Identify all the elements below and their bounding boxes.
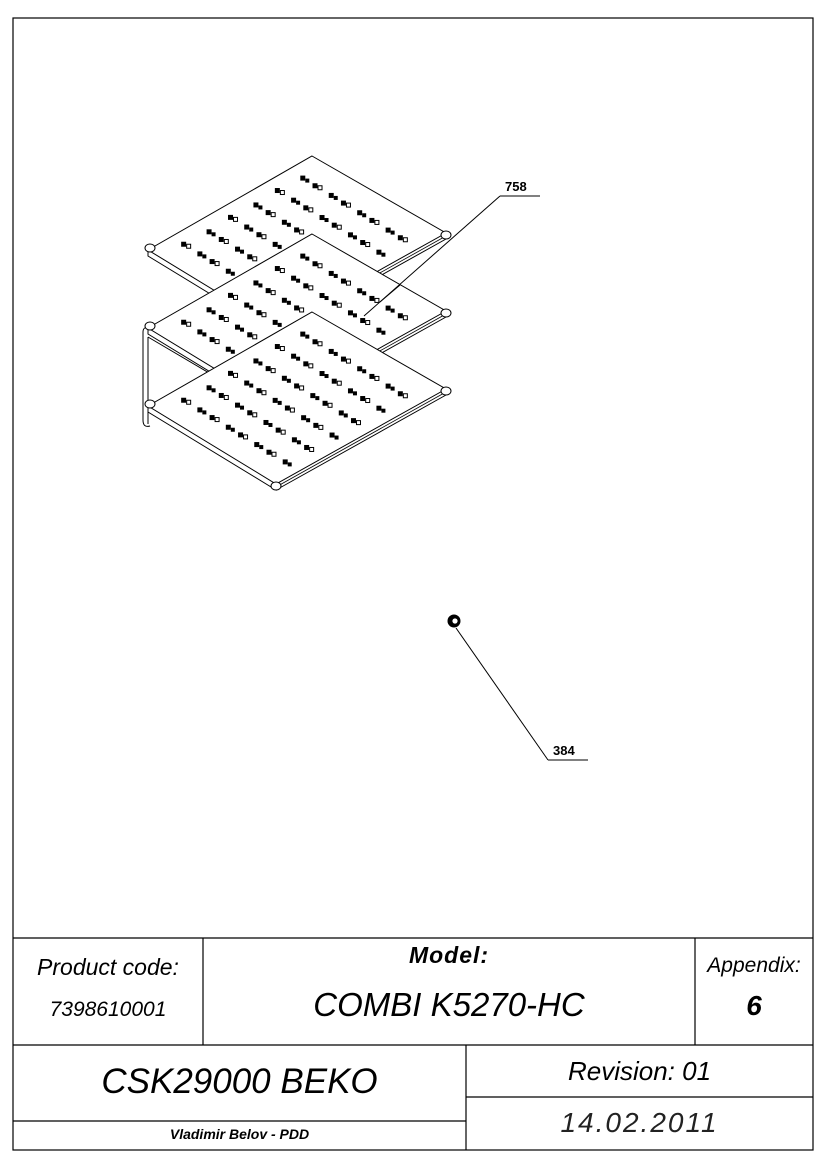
product-code-label: Product code: — [37, 954, 179, 980]
leader-758-shelf1 — [379, 284, 401, 303]
revision-label: Revision: 01 — [567, 1056, 712, 1086]
part-384-drawing — [447, 614, 461, 628]
shelf-assembly-drawing — [142, 155, 452, 491]
callout-758-label: 758 — [505, 179, 527, 194]
leader-384 — [455, 627, 549, 761]
appendix-label: Appendix: — [707, 954, 801, 977]
model-value: COMBI K5270-HC — [313, 986, 585, 1023]
shelf — [144, 311, 452, 491]
model-label: Model: — [408, 942, 490, 968]
product-code-value: 7398610001 — [49, 998, 167, 1021]
shelves-group — [144, 155, 452, 491]
drawing-title: CSK29000 BEKO — [101, 1062, 378, 1101]
title-block-grid — [13, 937, 813, 1150]
author-name: Vladimir Belov - PDD — [169, 1126, 310, 1142]
leader-lines — [363, 195, 588, 761]
appendix-value: 6 — [746, 990, 762, 1021]
sheet-border — [12, 17, 814, 1151]
drawing-date: 14.02.2011 — [560, 1107, 719, 1138]
callout-384-label: 384 — [553, 743, 575, 758]
